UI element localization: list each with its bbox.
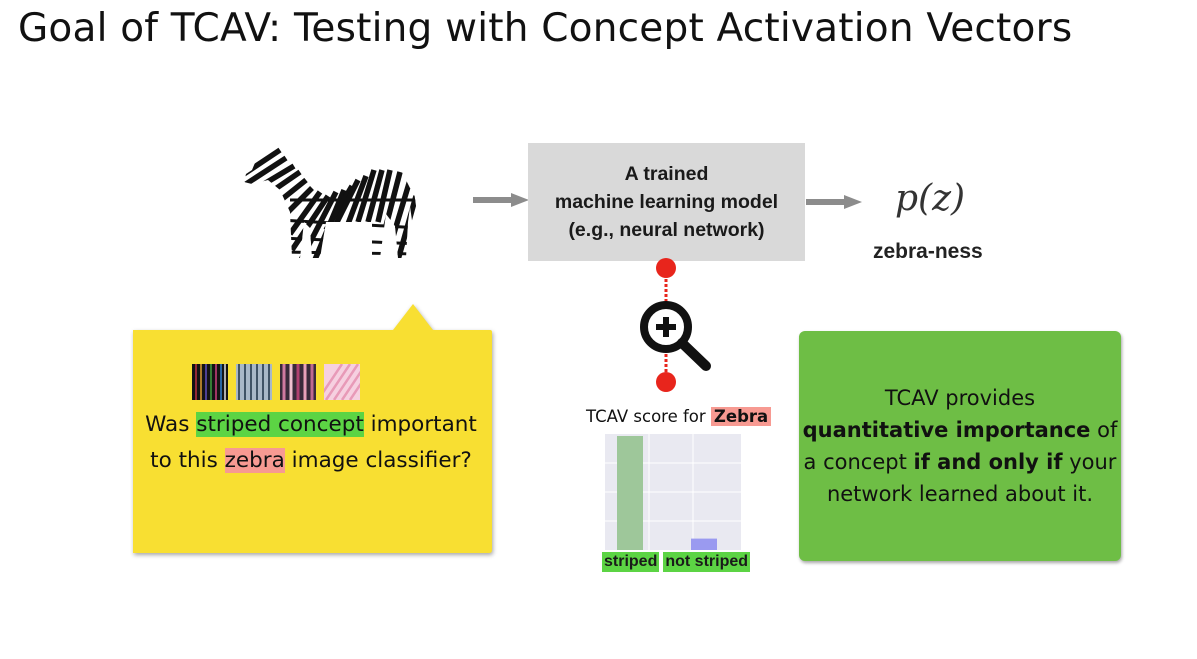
summary-bold-1: quantitative importance: [802, 418, 1091, 442]
concept-highlight: striped concept: [196, 412, 364, 437]
output-formula: p(z): [895, 178, 966, 219]
striped-swatch-1: [192, 364, 228, 400]
arrow-to-output: [806, 195, 862, 209]
striped-swatch-2: [236, 364, 272, 400]
score-title: TCAV score for Zebra: [586, 407, 772, 426]
category-label-striped: striped: [602, 552, 660, 572]
question-text: Was striped concept important to this ze…: [134, 407, 488, 479]
tcav-summary-box: TCAV provides quantitative importance of…: [799, 331, 1121, 561]
striped-swatch-4: [324, 364, 360, 400]
summary-bold-2: if and only if: [913, 450, 1063, 474]
category-label-not-striped: not striped: [663, 552, 751, 572]
bar-not-striped: [691, 538, 717, 550]
score-title-target: Zebra: [710, 407, 772, 426]
model-line-1: A trained: [624, 163, 709, 185]
category-labels: striped not striped: [602, 552, 751, 572]
model-line-3: (e.g., neural network): [568, 219, 765, 241]
summary-line-2: quantitative importance of: [803, 414, 1118, 446]
summary-line-1: TCAV provides: [884, 386, 1036, 410]
model-line-2: machine learning model: [554, 191, 779, 213]
question-line2-pre: to this: [150, 448, 225, 473]
magnifier-plus-icon: [640, 258, 711, 392]
concept-swatches: [192, 364, 360, 400]
zebra-icon: [244, 136, 419, 258]
slide-title: Goal of TCAV: Testing with Concept Activ…: [18, 6, 1073, 51]
bar-striped: [617, 436, 643, 550]
summary-line-3-post: your: [1062, 450, 1117, 474]
model-box: A trained machine learning model (e.g., …: [528, 143, 805, 261]
score-chart: [605, 434, 741, 550]
output-label: zebra-ness: [873, 240, 983, 263]
summary-line-3-pre: a concept: [803, 450, 914, 474]
summary-line-4: network learned about it.: [826, 482, 1094, 506]
striped-swatch-3: [280, 364, 316, 400]
arrow-to-model: [473, 193, 529, 207]
target-highlight: zebra: [224, 448, 285, 473]
score-title-prefix: TCAV score for: [586, 407, 711, 426]
question-post: image classifier?: [284, 448, 472, 473]
summary-line-3: a concept if and only if your: [803, 446, 1118, 478]
summary-line-2-rest: of: [1090, 418, 1118, 442]
question-mid: important: [363, 412, 477, 437]
question-pre: Was: [145, 412, 197, 437]
